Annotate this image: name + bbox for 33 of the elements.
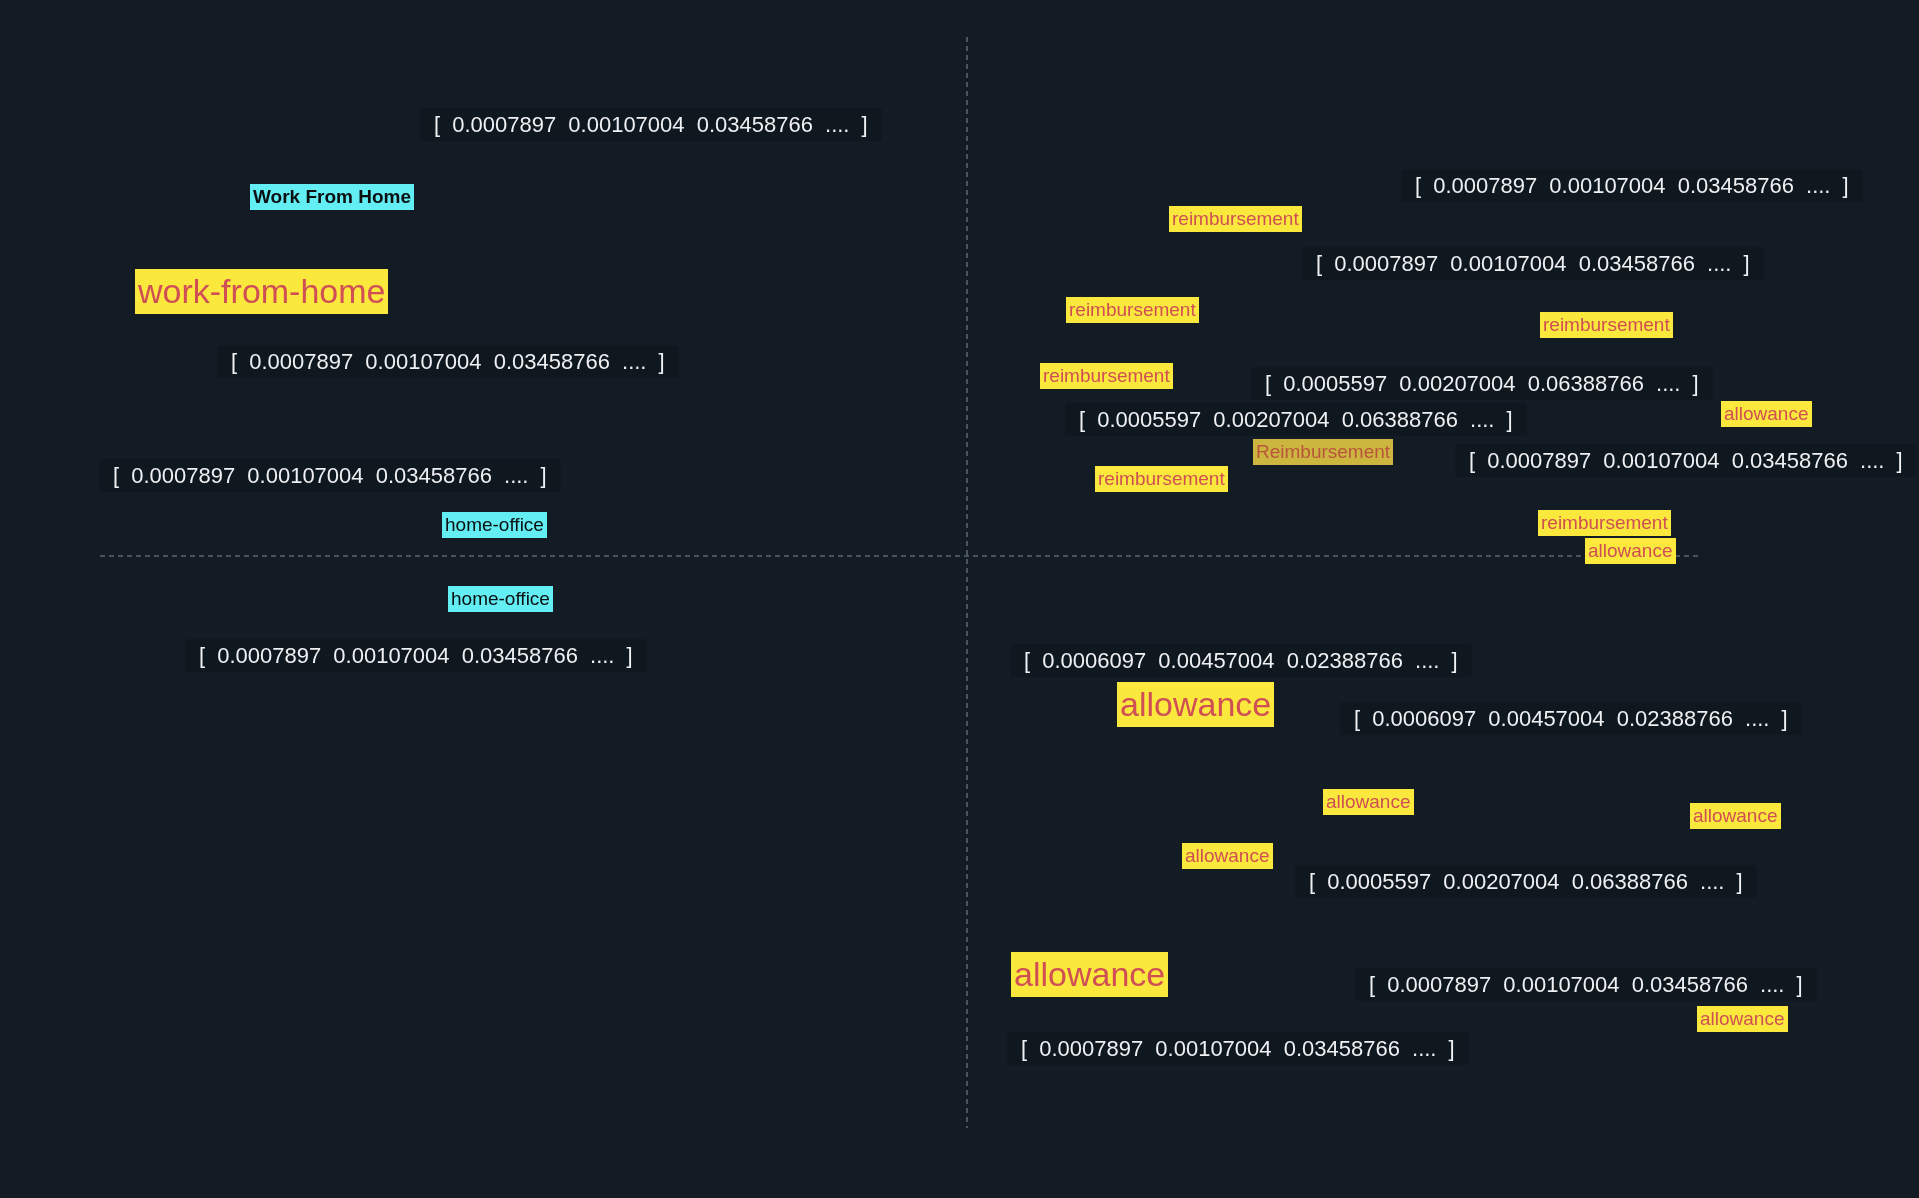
keyword-tag: reimbursement xyxy=(1538,510,1671,536)
embedding-vector: [ 0.0007897 0.00107004 0.03458766 .... ] xyxy=(185,639,647,673)
embedding-vector: [ 0.0007897 0.00107004 0.03458766 .... ] xyxy=(1355,968,1817,1002)
keyword-tag: allowance xyxy=(1697,1006,1788,1032)
keyword-tag: allowance xyxy=(1117,682,1275,728)
embedding-vector: [ 0.0005597 0.00207004 0.06388766 .... ] xyxy=(1295,865,1757,899)
keyword-tag: reimbursement xyxy=(1540,312,1673,338)
keyword-tag: allowance xyxy=(1690,803,1781,829)
keyword-tag: reimbursement xyxy=(1066,297,1199,323)
embedding-vector: [ 0.0007897 0.00107004 0.03458766 .... ] xyxy=(1007,1032,1469,1066)
keyword-tag: work-from-home xyxy=(135,269,389,315)
embedding-vector: [ 0.0007897 0.00107004 0.03458766 .... ] xyxy=(1455,444,1917,478)
embedding-vector: [ 0.0005597 0.00207004 0.06388766 .... ] xyxy=(1251,367,1713,401)
embedding-vector: [ 0.0006097 0.00457004 0.02388766 .... ] xyxy=(1010,644,1472,678)
keyword-tag: allowance xyxy=(1585,538,1676,564)
embedding-vector: [ 0.0006097 0.00457004 0.02388766 .... ] xyxy=(1340,702,1802,736)
keyword-tag: home-office xyxy=(442,512,547,538)
keyword-tag: reimbursement xyxy=(1169,206,1302,232)
embedding-vector: [ 0.0005597 0.00207004 0.06388766 .... ] xyxy=(1065,403,1527,437)
keyword-tag: allowance xyxy=(1011,952,1169,998)
keyword-tag: allowance xyxy=(1182,843,1273,869)
keyword-tag: reimbursement xyxy=(1040,363,1173,389)
embedding-vector: [ 0.0007897 0.00107004 0.03458766 .... ] xyxy=(420,108,882,142)
keyword-tag: allowance xyxy=(1323,789,1414,815)
embedding-vector: [ 0.0007897 0.00107004 0.03458766 .... ] xyxy=(1302,247,1764,281)
keyword-tag: Reimbursement xyxy=(1253,439,1394,465)
keyword-tag: allowance xyxy=(1721,401,1812,427)
keyword-tag: home-office xyxy=(448,586,553,612)
embedding-vector: [ 0.0007897 0.00107004 0.03458766 .... ] xyxy=(1401,169,1863,203)
embedding-vector: [ 0.0007897 0.00107004 0.03458766 .... ] xyxy=(217,345,679,379)
keyword-tag: reimbursement xyxy=(1095,466,1228,492)
keyword-tag: Work From Home xyxy=(250,184,414,210)
embedding-vector: [ 0.0007897 0.00107004 0.03458766 .... ] xyxy=(99,459,561,493)
